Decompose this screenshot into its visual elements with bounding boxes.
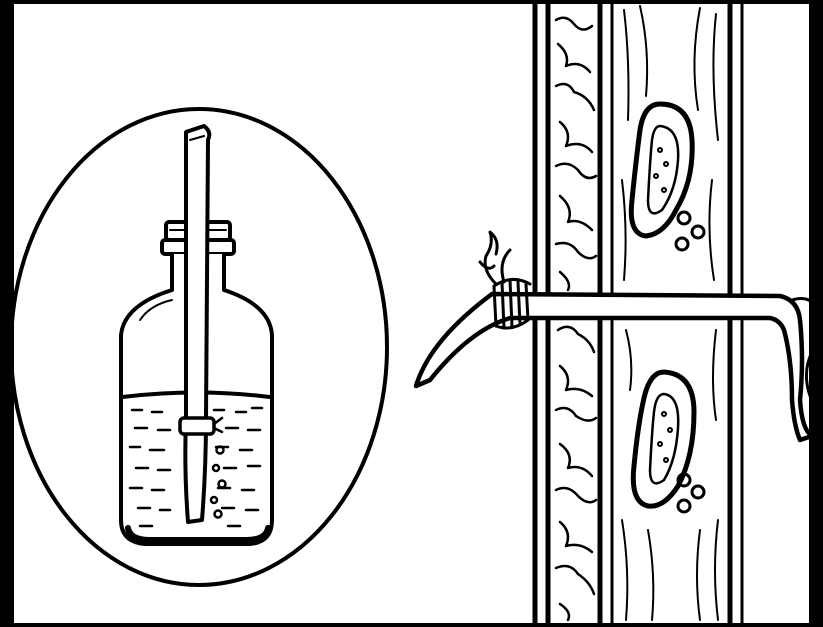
- twine-icon: [494, 286, 496, 326]
- tube-clamp-icon: [180, 418, 214, 434]
- tube-icon: [185, 126, 209, 522]
